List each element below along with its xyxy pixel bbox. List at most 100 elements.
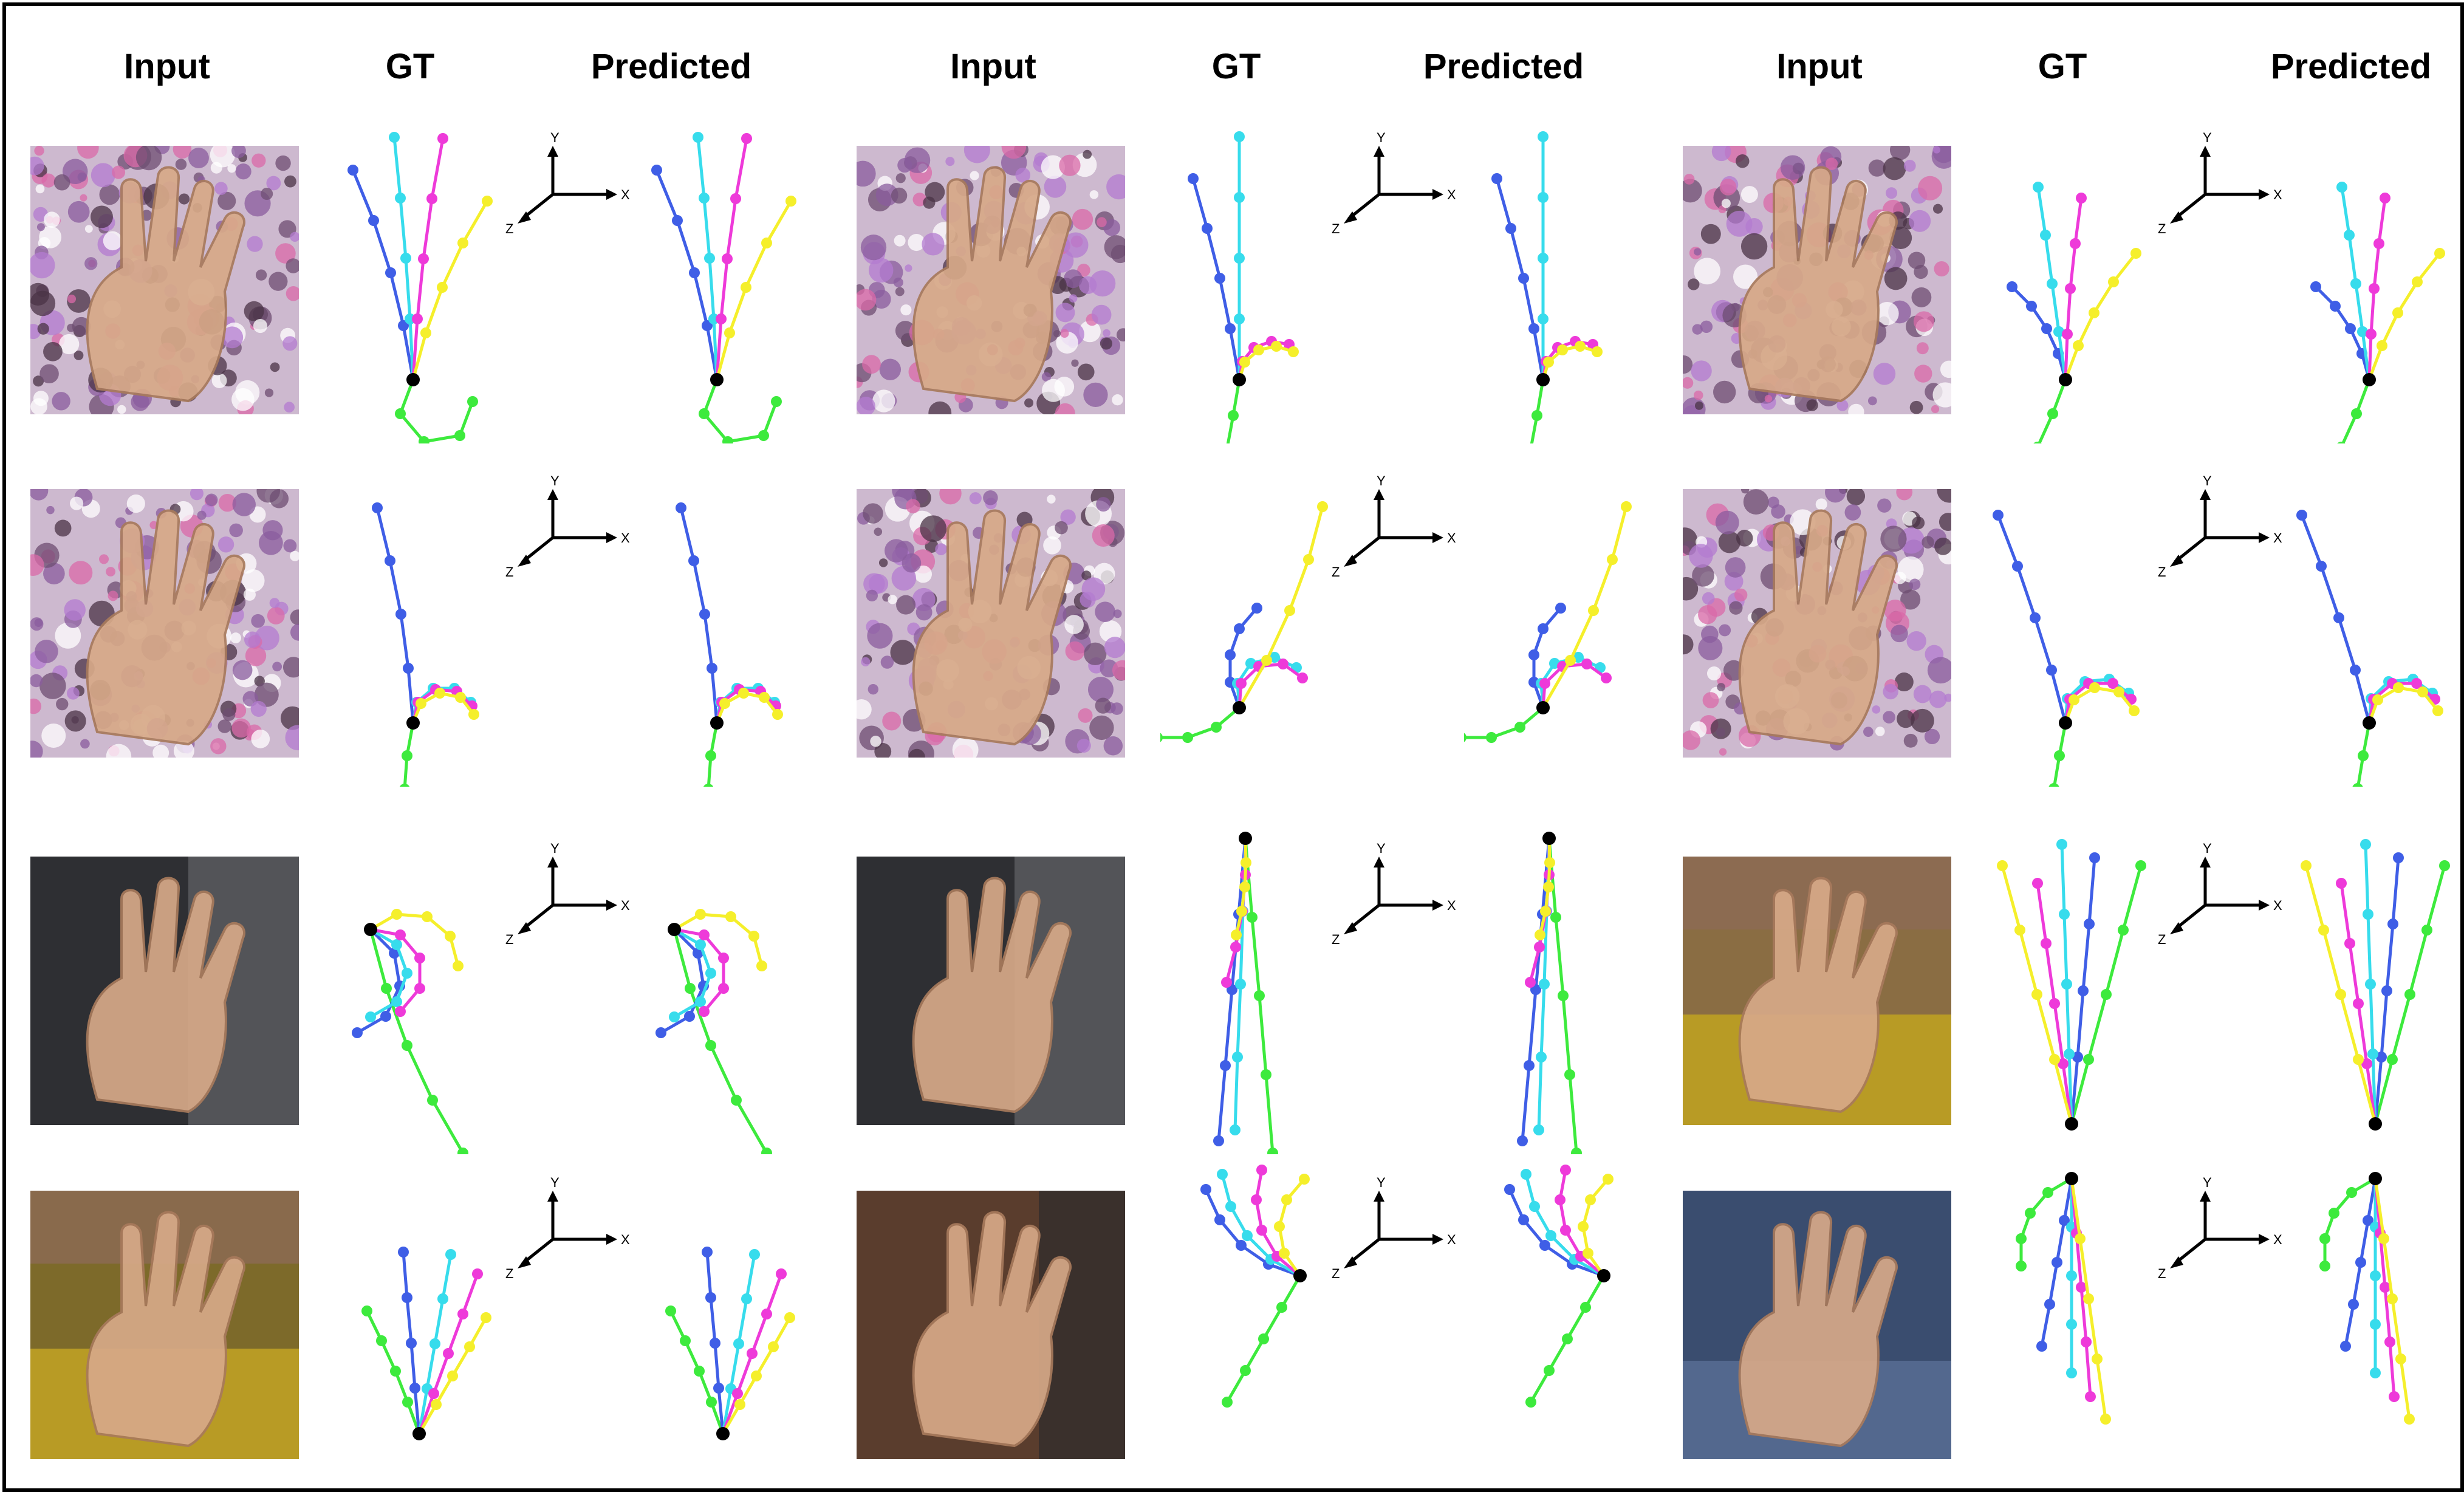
gt-hand-pose bbox=[1987, 109, 2157, 443]
thumb-joint bbox=[1562, 1333, 1573, 1344]
thumb-joint bbox=[395, 408, 406, 419]
ring-joint bbox=[718, 953, 729, 963]
pinky-joint bbox=[464, 1341, 475, 1352]
axis-x-label: X bbox=[2273, 530, 2282, 546]
index-joint bbox=[684, 1011, 695, 1022]
thumb-joint bbox=[761, 1148, 772, 1154]
pinky-joint bbox=[447, 1371, 458, 1381]
thumb-joint bbox=[758, 430, 769, 441]
middle-joint bbox=[1242, 1230, 1253, 1241]
axis-x-label: X bbox=[621, 187, 630, 202]
pinky-finger-bones bbox=[673, 912, 764, 967]
axis-x-label: X bbox=[1447, 187, 1456, 202]
input-image bbox=[30, 857, 299, 1125]
ring-joint bbox=[395, 1006, 406, 1017]
predicted-hand-pose bbox=[1464, 453, 1634, 787]
pinky-joint bbox=[2113, 686, 2124, 697]
pinky-joint bbox=[784, 1312, 795, 1323]
index-joint bbox=[699, 609, 710, 620]
header-input-2: Input bbox=[950, 47, 1036, 86]
pinky-joint bbox=[1253, 344, 1264, 355]
thumb-joint bbox=[1571, 1148, 1582, 1154]
axis-y-label: Y bbox=[1377, 1175, 1386, 1190]
pinky-joint bbox=[2073, 340, 2084, 351]
index-joint bbox=[409, 1383, 420, 1394]
thumb-joint bbox=[454, 430, 465, 441]
ring-joint bbox=[1236, 678, 1247, 689]
gt-hand-pose bbox=[1987, 1154, 2157, 1488]
middle-joint bbox=[2033, 182, 2044, 193]
index-joint bbox=[1225, 323, 1236, 334]
wrist-joint bbox=[1536, 373, 1550, 386]
pinky-joint bbox=[748, 931, 759, 942]
thumb-joint bbox=[1254, 990, 1265, 1001]
thumb-joint bbox=[2033, 442, 2042, 443]
axis-x-label: X bbox=[2273, 898, 2282, 913]
header-gt-3: GT bbox=[2038, 47, 2087, 86]
wrist-joint bbox=[1542, 832, 1556, 845]
index-joint bbox=[380, 1011, 391, 1022]
thumb-joint bbox=[457, 1148, 468, 1154]
index-joint bbox=[1214, 1214, 1225, 1225]
ring-joint bbox=[2373, 238, 2384, 249]
middle-joint bbox=[1539, 979, 1550, 990]
pinky-joint bbox=[2432, 705, 2443, 716]
thumb-joint bbox=[722, 436, 733, 443]
pinky-joint bbox=[761, 238, 772, 248]
middle-joint bbox=[1545, 1230, 1556, 1241]
middle-joint bbox=[2064, 1049, 2075, 1059]
middle-joint bbox=[1232, 1052, 1243, 1063]
middle-joint bbox=[2370, 1270, 2381, 1281]
axis-y-label: Y bbox=[1377, 841, 1386, 856]
middle-joint bbox=[1234, 131, 1245, 142]
pinky-joint bbox=[1578, 1221, 1589, 1232]
ring-joint bbox=[776, 1268, 787, 1279]
index-joint bbox=[1528, 323, 1539, 334]
ring-joint bbox=[1278, 659, 1288, 669]
thumb-joint bbox=[771, 396, 782, 407]
thumb-finger-bones bbox=[2052, 722, 2067, 787]
ring-joint bbox=[716, 313, 727, 324]
wrist-joint bbox=[1233, 701, 1246, 714]
wrist-joint bbox=[716, 1427, 730, 1440]
pinky-joint bbox=[431, 1399, 442, 1410]
input-image bbox=[1683, 146, 1951, 414]
thumb-joint bbox=[2016, 1233, 2027, 1244]
input-image bbox=[1683, 1191, 1951, 1459]
thumb-finger-bones bbox=[672, 929, 768, 1154]
pinky-joint bbox=[457, 238, 468, 248]
index-joint bbox=[2089, 852, 2100, 863]
middle-joint bbox=[1225, 1201, 1236, 1212]
ring-joint bbox=[1560, 1225, 1571, 1236]
thumb-joint bbox=[1558, 990, 1569, 1001]
ring-joint bbox=[1560, 1165, 1571, 1175]
thumb-joint bbox=[1564, 1069, 1575, 1080]
middle-joint bbox=[1235, 979, 1246, 990]
pinky-joint bbox=[2129, 705, 2140, 716]
ring-joint bbox=[2384, 1336, 2395, 1347]
index-joint bbox=[1518, 1214, 1529, 1225]
pinky-joint bbox=[1239, 881, 1250, 892]
pinky-joint bbox=[772, 709, 783, 720]
index-joint bbox=[689, 267, 700, 278]
thumb-joint bbox=[703, 784, 714, 787]
index-joint bbox=[2078, 985, 2089, 996]
gt-hand-pose bbox=[334, 109, 504, 443]
index-joint bbox=[688, 555, 699, 566]
index-joint bbox=[1202, 223, 1213, 234]
index-joint bbox=[1539, 1240, 1550, 1251]
thumb-joint bbox=[402, 750, 412, 761]
wrist-joint bbox=[2065, 1172, 2078, 1185]
axis-z-label: Z bbox=[505, 932, 513, 947]
wrist-joint bbox=[406, 716, 420, 730]
thumb-joint bbox=[2387, 1054, 2398, 1065]
header-predicted-2: Predicted bbox=[1423, 47, 1584, 86]
thumb-joint bbox=[1544, 1365, 1555, 1376]
middle-joint bbox=[2066, 1319, 2077, 1330]
axis-z-label: Z bbox=[2158, 564, 2166, 580]
index-joint bbox=[1213, 1135, 1224, 1146]
ring-joint bbox=[1230, 942, 1241, 953]
